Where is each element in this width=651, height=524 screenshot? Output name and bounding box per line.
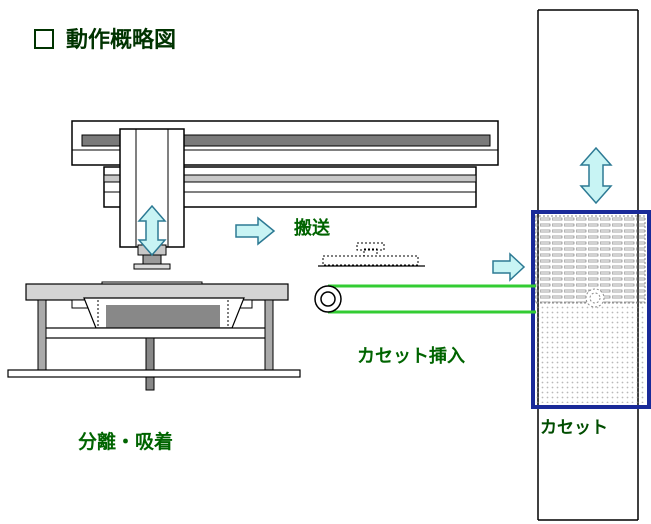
cassette-frame <box>531 210 651 409</box>
gantry-machine <box>7 120 499 391</box>
page-title: 動作概略図 <box>34 22 176 54</box>
cassette-vertical-arrow-icon <box>579 146 613 205</box>
cassette-label: カセット <box>540 418 608 438</box>
hollow-square-icon <box>34 29 54 49</box>
separation-suction-label: 分離・吸着 <box>78 431 174 453</box>
insert-right-arrow-icon <box>492 252 526 282</box>
conveyor-belt <box>314 284 536 314</box>
transported-wafer <box>318 242 425 267</box>
page-title-text: 動作概略図 <box>66 28 177 53</box>
transport-right-arrow-icon <box>235 216 276 246</box>
transport-label: 搬送 <box>294 218 330 239</box>
cassette-insert-label: カセット挿入 <box>357 346 465 367</box>
